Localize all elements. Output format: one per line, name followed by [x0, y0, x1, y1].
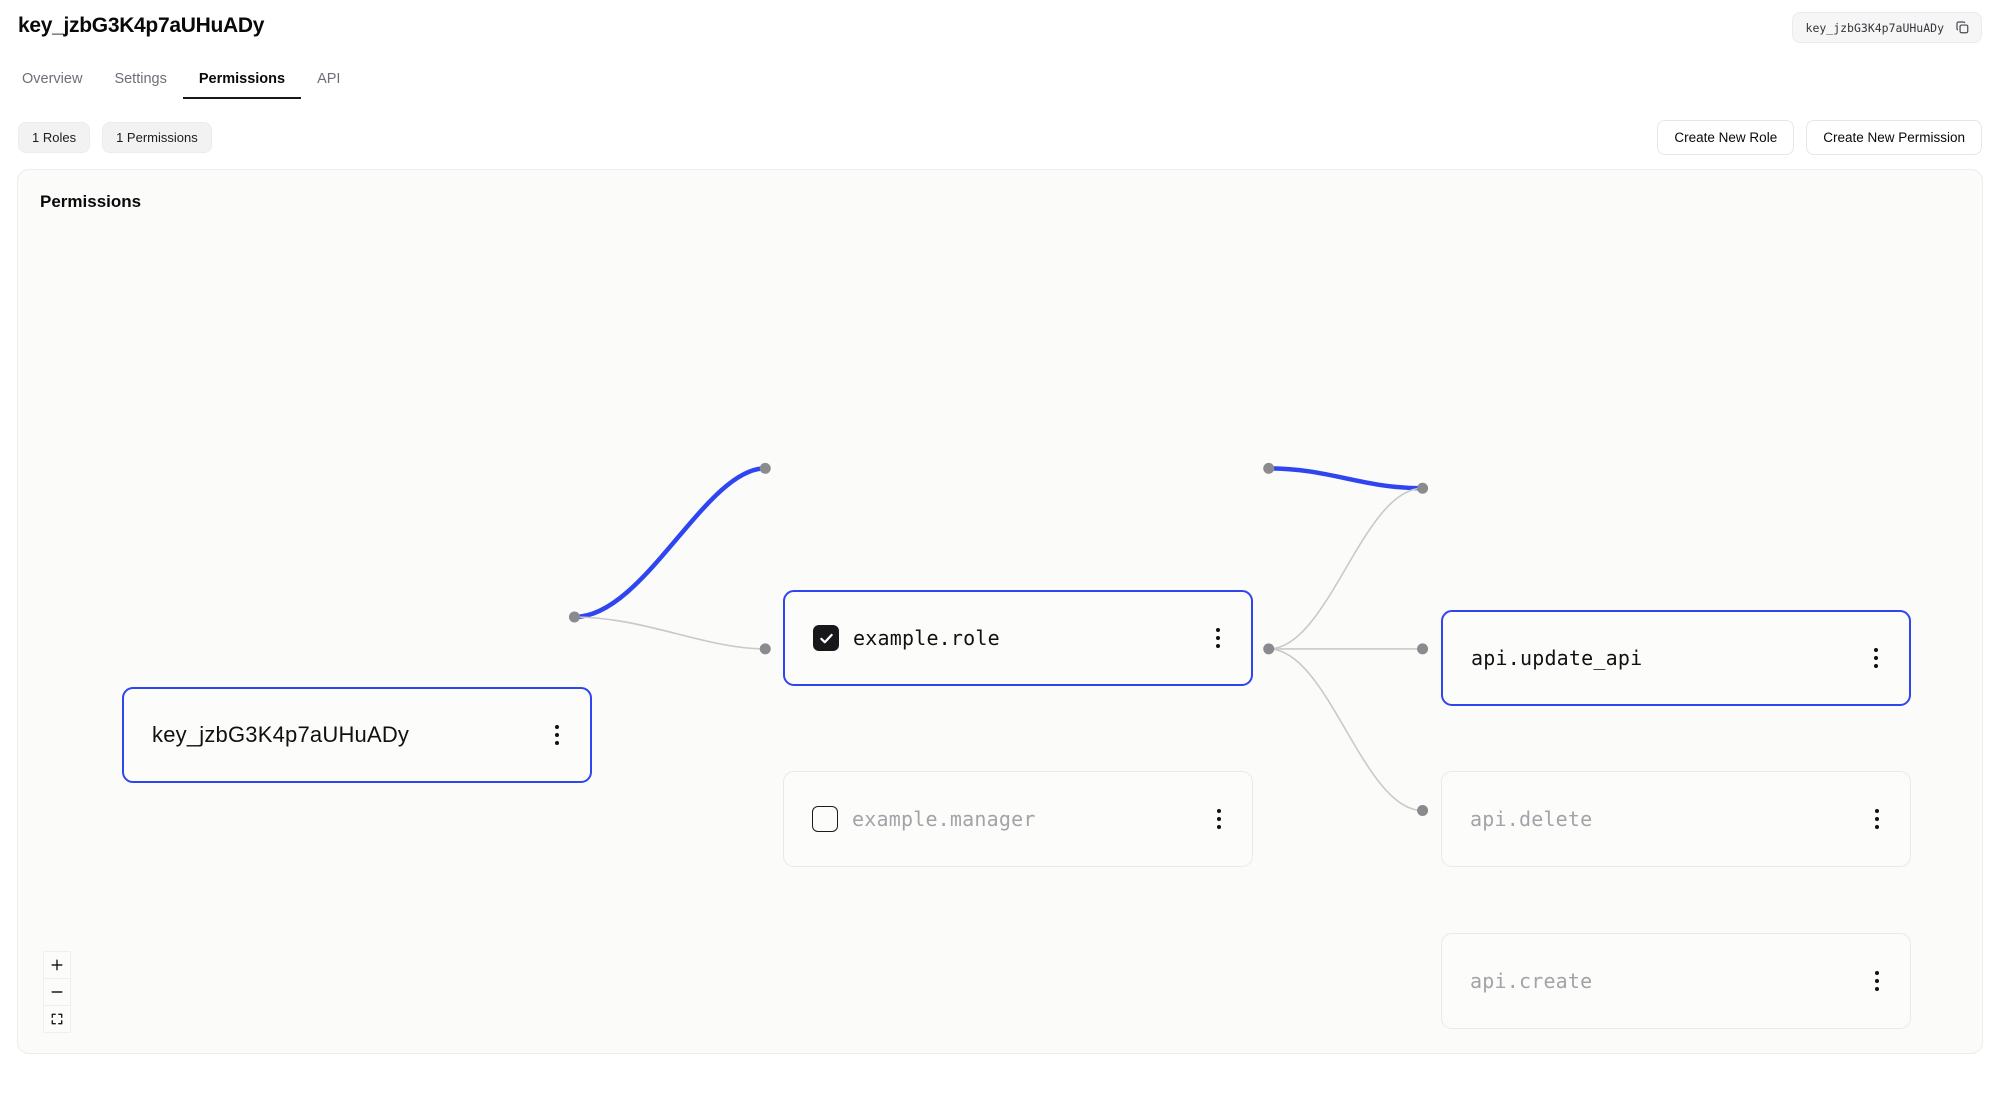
chip-roles-count[interactable]: 1 Roles — [18, 122, 91, 153]
graph-edges — [568, 462, 1429, 817]
edge-layer — [574, 466, 1423, 812]
zoom-out-button[interactable] — [44, 979, 70, 1006]
create-new-role-button[interactable]: Create New Role — [1657, 120, 1795, 155]
handle-example-role-target — [759, 462, 771, 474]
page-header: key_jzbG3K4p7aUHuADy key_jzbG3K4p7aUHuAD… — [0, 0, 2000, 56]
node-api-delete[interactable]: api.delete — [1441, 771, 1911, 867]
edge-example-manager-to-api-update-api — [1268, 487, 1423, 650]
handle-example-role-source — [1263, 462, 1275, 474]
tab-permissions[interactable]: Permissions — [182, 71, 302, 99]
permissions-graph-panel: Permissions key_jzb — [17, 169, 1983, 1054]
node-example-manager[interactable]: example.manager — [783, 771, 1253, 867]
node-api-create[interactable]: api.create — [1441, 933, 1911, 1029]
edge-key-to-example-role — [574, 466, 766, 620]
node-key-root-menu-icon[interactable] — [546, 722, 568, 748]
node-api-update-api[interactable]: api.update_api — [1441, 610, 1911, 706]
tab-settings[interactable]: Settings — [114, 70, 167, 87]
panel-title: Permissions — [40, 192, 142, 211]
node-example-role-menu-icon[interactable] — [1207, 625, 1229, 651]
node-example-role[interactable]: example.role — [783, 590, 1253, 686]
edge-example-manager-to-api-create — [1268, 648, 1423, 812]
chip-permissions-count[interactable]: 1 Permissions — [102, 122, 212, 153]
node-api-create-label: api.create — [1470, 969, 1593, 993]
toolbar-actions: Create New Role Create New Permission — [1657, 120, 1982, 155]
node-key-root[interactable]: key_jzbG3K4p7aUHuADy — [122, 687, 592, 783]
node-api-create-menu-icon[interactable] — [1866, 968, 1888, 994]
handle-example-manager-source — [1263, 643, 1275, 655]
fit-view-icon — [51, 1013, 63, 1025]
tab-overview[interactable]: Overview — [22, 70, 83, 87]
filter-chips: 1 Roles 1 Permissions — [18, 122, 212, 153]
key-copy-badge[interactable]: key_jzbG3K4p7aUHuADy — [1791, 12, 1982, 43]
handle-example-manager-target — [759, 643, 771, 655]
edge-example-role-to-api-update-api — [1268, 466, 1423, 491]
handle-api-update-api-target — [1417, 482, 1429, 494]
create-new-permission-button[interactable]: Create New Permission — [1806, 120, 1982, 155]
node-api-update-api-menu-icon[interactable] — [1865, 645, 1887, 671]
zoom-in-button[interactable] — [44, 952, 70, 979]
fit-view-button[interactable] — [44, 1006, 70, 1032]
key-badge-value: key_jzbG3K4p7aUHuADy — [1805, 20, 1944, 35]
zoom-in-icon — [51, 959, 63, 971]
handle-layer — [568, 462, 1429, 817]
page-title: key_jzbG3K4p7aUHuADy — [18, 14, 265, 37]
handle-api-delete-target — [1417, 643, 1429, 655]
handle-api-create-target — [1417, 805, 1429, 817]
tab-bar: Overview Settings Permissions API — [0, 56, 2000, 99]
handle-key-root-source — [568, 611, 580, 623]
node-example-role-checkbox[interactable] — [813, 625, 839, 651]
zoom-out-icon — [51, 986, 63, 998]
node-api-update-api-label: api.update_api — [1471, 646, 1643, 670]
toolbar: 1 Roles 1 Permissions Create New Role Cr… — [0, 98, 2000, 169]
zoom-controls — [43, 951, 71, 1033]
node-api-delete-label: api.delete — [1470, 807, 1593, 831]
edge-key-to-example-manager — [574, 616, 766, 650]
node-key-root-label: key_jzbG3K4p7aUHuADy — [152, 722, 410, 747]
tab-api[interactable]: API — [317, 70, 341, 87]
node-example-manager-menu-icon[interactable] — [1208, 806, 1230, 832]
node-example-manager-checkbox[interactable] — [812, 806, 838, 832]
node-example-role-label: example.role — [853, 626, 1000, 650]
copy-icon[interactable] — [1955, 20, 1970, 35]
node-api-delete-menu-icon[interactable] — [1866, 806, 1888, 832]
node-example-manager-label: example.manager — [852, 807, 1036, 831]
